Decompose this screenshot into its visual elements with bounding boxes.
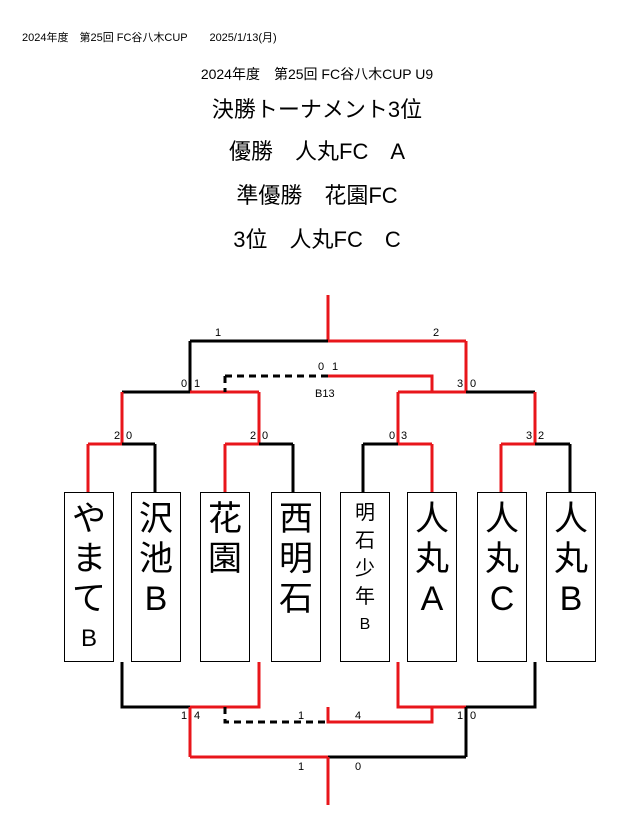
match-label-b13: B13 xyxy=(315,388,335,400)
winner-line: 優勝 人丸FC A xyxy=(0,134,634,166)
team-box-hanazono: 花 園 xyxy=(200,492,250,662)
team-char: 年 xyxy=(355,586,375,608)
team-char: 丸 xyxy=(485,540,519,578)
runner-up-line: 準優勝 花園FC xyxy=(0,178,634,210)
team-char: や xyxy=(72,500,106,538)
score-final-left: 1 xyxy=(215,327,222,339)
score-bottom-mid-b: 4 xyxy=(355,710,362,722)
score-q3-a: 0 xyxy=(389,430,396,442)
team-char: 園 xyxy=(208,540,242,578)
score-semi-mid-b: 1 xyxy=(332,361,339,373)
team-box-akashi-shonen-b: 明 石 少 年 B xyxy=(340,492,390,662)
score-third-b: 0 xyxy=(355,761,362,773)
team-box-hitomaru-c: 人 丸 C xyxy=(477,492,527,662)
score-semi-left-a: 0 xyxy=(181,378,188,390)
team-char: 西 xyxy=(279,500,313,538)
bottom-q1 xyxy=(120,662,190,709)
team-box-hitomaru-a: 人 丸 A xyxy=(407,492,457,662)
team-char: 石 xyxy=(279,580,313,618)
team-char: ま xyxy=(72,540,106,578)
team-suffix: B xyxy=(80,625,97,652)
score-semi-right-b: 0 xyxy=(470,378,477,390)
team-char: 明 xyxy=(279,540,313,578)
bottom-mid-dashed xyxy=(223,707,328,724)
third-place-line: 3位 人丸FC C xyxy=(0,222,634,254)
score-q4-a: 3 xyxy=(526,430,533,442)
bottom-q3 xyxy=(396,662,466,709)
score-bottom-l-b: 4 xyxy=(194,710,201,722)
team-char: 人 xyxy=(554,500,588,538)
team-char: 池 xyxy=(139,540,173,578)
team-suffix: C xyxy=(489,580,515,618)
runner-up-label: 準優勝 xyxy=(236,183,303,208)
runner-up-team: 花園FC xyxy=(324,183,398,208)
third-place-label: 3位 xyxy=(233,227,268,252)
team-box-hitomaru-b: 人 丸 B xyxy=(546,492,596,662)
score-q4-b: 2 xyxy=(538,430,545,442)
score-semi-left-b: 1 xyxy=(194,378,201,390)
team-char: 石 xyxy=(355,530,375,552)
team-char: 人 xyxy=(415,500,449,538)
tournament-subtitle: 2024年度 第25回 FC谷八木CUP U9 xyxy=(200,66,434,82)
score-q3-b: 3 xyxy=(401,430,408,442)
score-q1-b: 0 xyxy=(126,430,133,442)
score-q2-a: 2 xyxy=(250,430,257,442)
team-char: 明 xyxy=(355,502,375,524)
team-char: 少 xyxy=(355,558,375,580)
team-char: て xyxy=(72,580,106,618)
bottom-q2 xyxy=(190,662,261,709)
team-char: 人 xyxy=(485,500,519,538)
bottom-mid-right xyxy=(326,707,434,724)
team-box-sawaike-b: 沢 池 B xyxy=(131,492,181,662)
team-suffix: B xyxy=(359,616,371,633)
score-bottom-r-b: 0 xyxy=(470,710,477,722)
page-title: 決勝トーナメント3位 xyxy=(211,97,423,122)
bottom-q4 xyxy=(466,662,537,709)
team-char: 丸 xyxy=(554,540,588,578)
team-suffix: A xyxy=(420,580,444,618)
winner-team: 人丸FC A xyxy=(295,139,406,164)
team-suffix: B xyxy=(559,580,583,618)
team-suffix: B xyxy=(144,580,168,618)
team-char: 花 xyxy=(208,500,242,538)
score-bottom-r-a: 1 xyxy=(457,710,464,722)
header-info: 2024年度 第25回 FC谷八木CUP 2025/1/13(月) xyxy=(22,32,277,44)
team-char: 丸 xyxy=(415,540,449,578)
team-box-yamate-b: や ま て B xyxy=(64,492,114,662)
score-bottom-l-a: 1 xyxy=(181,710,188,722)
team-char: 沢 xyxy=(139,500,173,538)
third-place-team: 人丸FC C xyxy=(289,227,401,252)
score-final-right: 2 xyxy=(433,327,440,339)
score-semi-right-a: 3 xyxy=(457,378,464,390)
score-third-a: 1 xyxy=(298,761,305,773)
score-q2-b: 0 xyxy=(262,430,269,442)
score-semi-mid-a: 0 xyxy=(318,361,325,373)
winner-label: 優勝 xyxy=(228,139,273,164)
team-box-nishiakashi: 西 明 石 xyxy=(271,492,321,662)
score-q1-a: 2 xyxy=(114,430,121,442)
score-bottom-mid-a: 1 xyxy=(298,710,305,722)
b13-right xyxy=(328,374,434,392)
